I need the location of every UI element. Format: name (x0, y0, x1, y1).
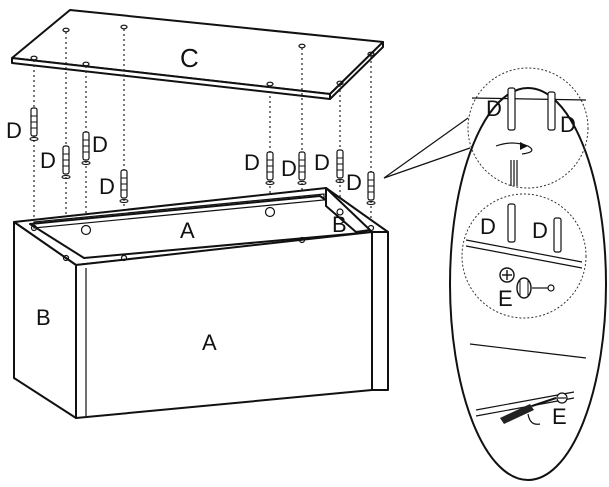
dowel-icon (119, 169, 129, 204)
label-d: D (244, 150, 260, 175)
dowel-icon (29, 107, 39, 142)
label-e: E (552, 404, 567, 429)
dowels: D D D D D D D D (6, 107, 376, 206)
dowel-icon (366, 171, 376, 206)
dowel-icon (335, 149, 345, 184)
screwdriver-icon (500, 397, 557, 425)
label-d: D (40, 148, 56, 173)
label-e: E (498, 286, 513, 311)
dowel-icon (61, 145, 71, 180)
cam-lock-icon (499, 267, 555, 299)
box-frame: A B B A (13, 187, 389, 419)
label-d: D (314, 150, 330, 175)
top-panel-c: C (11, 9, 384, 100)
label-d: D (6, 118, 22, 143)
label-b-right: B (332, 212, 347, 237)
label-d: D (532, 218, 548, 243)
label-c: C (180, 43, 199, 73)
label-d: D (92, 132, 108, 157)
dowel-icon (81, 131, 91, 166)
detail-dowel-insert: D D (467, 67, 589, 189)
label-b-left: B (36, 305, 51, 330)
dowel-icon (265, 151, 275, 186)
label-d: D (560, 112, 576, 137)
dowel-icon (297, 151, 307, 186)
label-d: D (281, 156, 297, 181)
label-d: D (346, 170, 362, 195)
detail-oval: D D D D E (449, 67, 607, 481)
label-a-front: A (202, 330, 217, 355)
label-a-back: A (180, 218, 195, 243)
detail-cam-insert: D D E (461, 193, 587, 319)
label-d: D (486, 96, 502, 121)
label-d: D (480, 214, 496, 239)
detail-screwdriver: E (469, 343, 587, 429)
label-d: D (99, 174, 115, 199)
